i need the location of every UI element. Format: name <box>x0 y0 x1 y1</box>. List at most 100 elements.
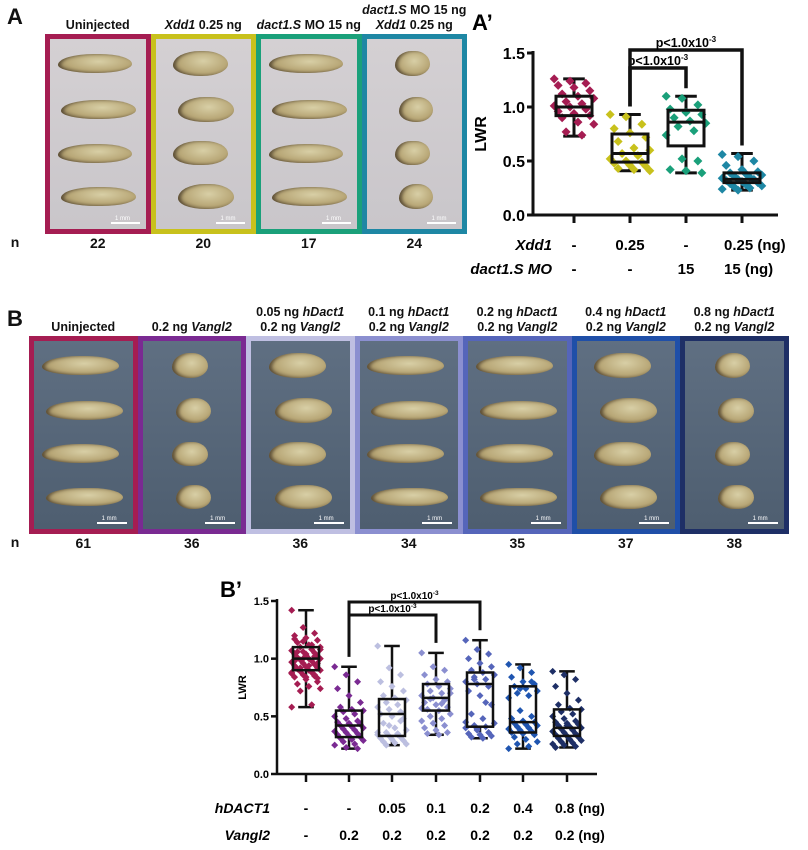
significance-bracket <box>628 48 744 146</box>
significance-label: p<1.0x10-3 <box>628 53 689 68</box>
data-point <box>569 710 577 718</box>
data-point <box>513 740 521 748</box>
treatment-dose: - <box>684 237 689 254</box>
embryo <box>45 401 123 420</box>
image-panel-4: 1 mm <box>361 34 467 234</box>
gene-name: hDact1 <box>624 305 667 319</box>
significance-label: p<1.0x10-3 <box>390 590 439 602</box>
data-point <box>589 119 599 129</box>
label-text: 0.2 ng <box>368 320 409 334</box>
image-panel-4: 1 mm <box>354 336 463 534</box>
data-point <box>291 635 299 643</box>
image-panel-3: 1 mm <box>246 336 355 534</box>
data-point <box>476 692 484 700</box>
data-point <box>554 701 562 709</box>
data-point <box>299 624 307 632</box>
data-point <box>522 735 530 743</box>
data-point <box>522 685 530 693</box>
y-tick-label: 0.5 <box>503 154 525 171</box>
image-panel-5: 1 mm <box>463 336 572 534</box>
data-point <box>510 733 518 741</box>
embryo <box>57 54 133 74</box>
data-point <box>572 675 580 683</box>
treatment-dose: 0.2 (ng) <box>555 827 605 843</box>
data-point <box>561 97 571 107</box>
data-point <box>391 724 399 732</box>
data-point <box>745 183 755 193</box>
y-tick-label: 1.0 <box>254 654 269 666</box>
data-point <box>382 698 390 706</box>
data-point <box>342 671 350 679</box>
gene-name: hDact1 <box>516 305 558 319</box>
embryo <box>367 444 445 464</box>
data-point <box>485 650 493 658</box>
data-point <box>316 645 324 653</box>
condition-label-line: 0.2 ng Vangl2 <box>664 320 804 335</box>
data-point <box>577 737 585 745</box>
data-point <box>645 145 655 155</box>
scale-bar-label: 1 mm <box>752 516 768 522</box>
condition-label-line: Xdd1 0.25 ng <box>344 18 484 33</box>
scale-bar <box>639 522 669 524</box>
data-point <box>443 678 451 686</box>
label-text: 0.1 ng <box>368 305 408 319</box>
data-point <box>479 734 487 742</box>
embryo <box>172 51 229 77</box>
data-point <box>465 655 473 663</box>
embryo <box>57 143 133 163</box>
embryo <box>718 484 754 510</box>
data-point <box>487 663 495 671</box>
data-point <box>733 152 743 162</box>
data-point <box>508 673 516 681</box>
condition-label: Uninjected <box>13 320 153 335</box>
embryo <box>268 54 344 74</box>
scale-bar-label: 1 mm <box>431 216 447 222</box>
scale-bar-label: 1 mm <box>427 516 443 522</box>
data-point <box>385 722 393 730</box>
data-point <box>402 726 410 734</box>
gene-name: Vangl2 <box>299 320 341 334</box>
data-point <box>505 660 513 668</box>
label-text: 0.2 ng <box>585 320 626 334</box>
data-point <box>589 93 599 103</box>
panel-a-letter: A <box>7 4 23 29</box>
label-text: 0.2 ng <box>151 320 192 334</box>
treatment-dose: 0.2 <box>470 827 490 843</box>
y-axis-label: LWR <box>473 116 490 152</box>
embryo <box>268 143 344 163</box>
data-point <box>557 738 565 746</box>
label-text: 0.25 ng <box>406 18 453 32</box>
embryo <box>268 353 326 378</box>
gene-name: hDact1 <box>407 305 450 319</box>
scale-bar-label: 1 mm <box>325 216 341 222</box>
significance-label: p<1.0x10-3 <box>656 35 717 50</box>
embryo <box>594 441 652 467</box>
data-point <box>397 671 405 679</box>
data-point <box>525 742 533 750</box>
condition-label-line: dact1.S MO 15 ng <box>239 18 379 33</box>
embryo <box>41 444 119 464</box>
data-point <box>288 647 296 655</box>
scale-bar-label: 1 mm <box>535 516 551 522</box>
data-point <box>677 154 687 164</box>
scale-bar-label: 1 mm <box>220 216 236 222</box>
data-point <box>697 168 707 178</box>
data-point <box>581 78 591 88</box>
condition-label-line: 0.8 ng hDact1 <box>664 305 804 320</box>
embryo <box>272 99 347 119</box>
data-point <box>432 701 440 709</box>
data-point <box>394 701 402 709</box>
data-point <box>605 154 615 164</box>
data-point <box>552 682 560 690</box>
image-panel-1: 1 mm <box>45 34 151 234</box>
label-text: 0.25 ng <box>195 18 242 32</box>
data-point <box>693 156 703 166</box>
embryo <box>395 140 430 166</box>
image-panel-2: 1 mm <box>150 34 256 234</box>
data-point <box>313 636 321 644</box>
data-point <box>388 682 396 690</box>
